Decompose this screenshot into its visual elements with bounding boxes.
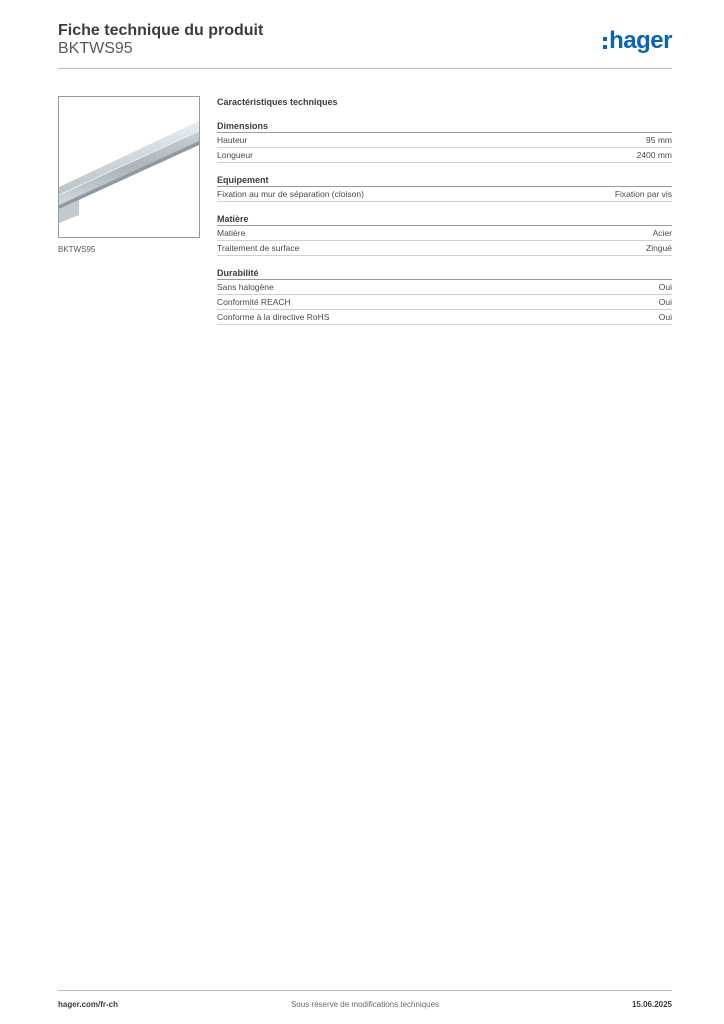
page-header: Fiche technique du produit BKTWS95 hager bbox=[58, 20, 672, 69]
spec-group-equipement: Equipement Fixation au mur de séparation… bbox=[217, 174, 672, 202]
spec-value: 95 mm bbox=[646, 135, 672, 145]
spec-group-matiere: Matière Matière Acier Traitement de surf… bbox=[217, 213, 672, 256]
spec-label: Fixation au mur de séparation (cloison) bbox=[217, 189, 364, 199]
spec-value: 2400 mm bbox=[636, 150, 672, 160]
spec-label: Conformité REACH bbox=[217, 297, 291, 307]
spec-value: Oui bbox=[658, 312, 672, 322]
spec-value: Acier bbox=[652, 228, 672, 238]
spec-label: Longueur bbox=[217, 150, 253, 160]
spec-value: Oui bbox=[658, 282, 672, 292]
spec-row: Traitement de surface Zingué bbox=[217, 241, 672, 256]
spec-row: Sans halogène Oui bbox=[217, 280, 672, 295]
footer-date: 15.06.2025 bbox=[631, 1000, 672, 1009]
spec-label: Sans halogène bbox=[217, 282, 274, 292]
hager-logo[interactable]: hager bbox=[603, 28, 672, 54]
spec-group-durabilite: Durabilité Sans halogène Oui Conformité … bbox=[217, 267, 672, 325]
spec-value: Zingué bbox=[646, 243, 672, 253]
spec-row: Fixation au mur de séparation (cloison) … bbox=[217, 187, 672, 202]
spec-group-dimensions: Dimensions Hauteur 95 mm Longueur 2400 m… bbox=[217, 120, 672, 163]
spec-label: Conforme à la directive RoHS bbox=[217, 312, 330, 322]
steel-partition-profile-icon bbox=[59, 121, 199, 223]
footer-website-link[interactable]: hager.com/fr-ch bbox=[58, 1000, 119, 1009]
spec-value: Oui bbox=[658, 297, 672, 307]
spec-row: Conforme à la directive RoHS Oui bbox=[217, 310, 672, 325]
image-caption: BKTWS95 bbox=[58, 245, 96, 254]
spec-label: Traitement de surface bbox=[217, 243, 300, 253]
spec-group-title: Durabilité bbox=[217, 267, 672, 280]
product-reference: BKTWS95 bbox=[58, 40, 133, 57]
page-footer: hager.com/fr-ch Sous réserve de modifica… bbox=[58, 990, 672, 1015]
product-image bbox=[58, 96, 200, 238]
technical-characteristics: Caractéristiques techniques Dimensions H… bbox=[217, 96, 672, 336]
spec-row: Matière Acier bbox=[217, 226, 672, 241]
footer-notice: Sous réserve de modifications techniques bbox=[290, 1000, 440, 1009]
spec-group-title: Dimensions bbox=[217, 120, 672, 133]
document-title: Fiche technique du produit bbox=[58, 22, 264, 39]
spec-row: Conformité REACH Oui bbox=[217, 295, 672, 310]
spec-group-title: Matière bbox=[217, 213, 672, 226]
logo-colon-icon bbox=[603, 37, 608, 49]
spec-row: Hauteur 95 mm bbox=[217, 133, 672, 148]
spec-label: Matière bbox=[217, 228, 246, 238]
spec-value: Fixation par vis bbox=[614, 189, 672, 199]
spec-label: Hauteur bbox=[217, 135, 248, 145]
spec-group-title: Equipement bbox=[217, 174, 672, 187]
logo-text: hager bbox=[609, 27, 672, 54]
specs-title: Caractéristiques techniques bbox=[217, 97, 338, 107]
spec-row: Longueur 2400 mm bbox=[217, 148, 672, 163]
